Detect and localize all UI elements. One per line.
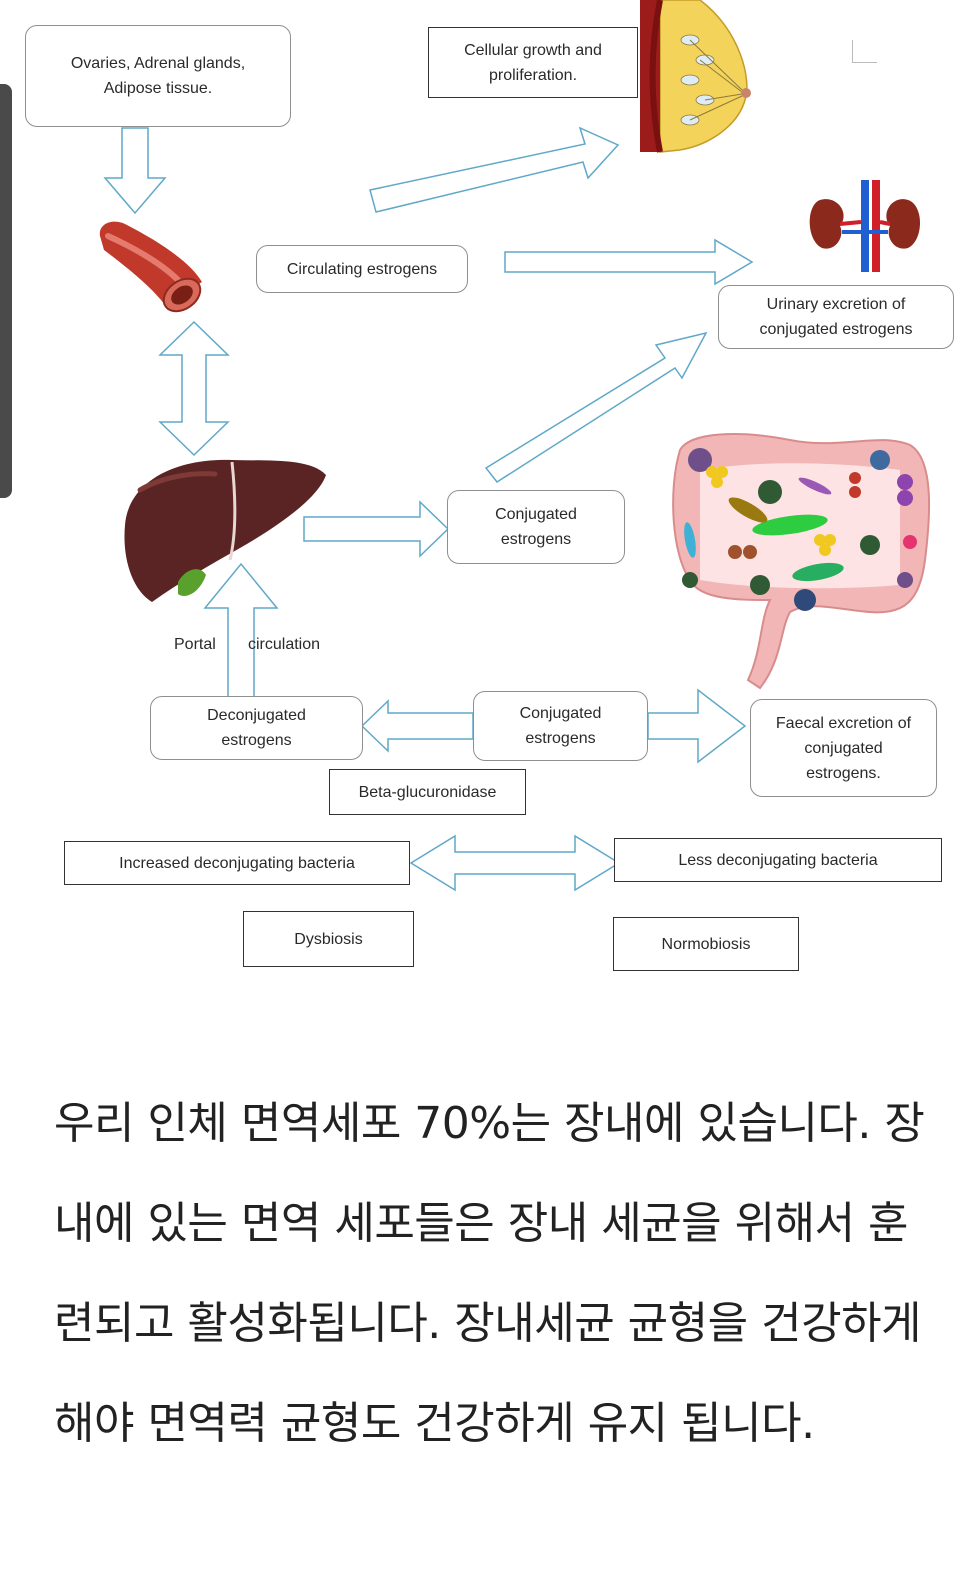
sources-box: Ovaries, Adrenal glands, Adipose tissue.: [25, 25, 291, 127]
liver-image: [124, 459, 326, 602]
kidneys-image: [809, 180, 920, 272]
caption-text: 우리 인체 면역세포 70%는 장내에 있습니다. 장내에 있는 면역 세포들은…: [54, 1098, 925, 1449]
normobiosis-box: Normobiosis: [613, 917, 799, 971]
arrow-to-breast: [369, 126, 620, 213]
intestine-bacteria-image: [672, 433, 931, 690]
circulating-estrogens-box: Circulating estrogens: [256, 245, 468, 293]
arrow-sources-down: [103, 127, 167, 215]
arrow-to-faecal: [647, 688, 747, 764]
cellular-growth-box: Cellular growth and proliferation.: [428, 27, 638, 98]
circulation-label: circulation: [248, 636, 321, 653]
arrow-to-kidney: [504, 238, 754, 286]
blood-vessel-image: [99, 221, 202, 313]
corner-mark: [852, 40, 877, 63]
estrogen-flow-diagram: [99, 0, 931, 892]
arrow-dysbiosis-normobiosis: [409, 834, 621, 892]
arrow-liver-conjugated: [303, 500, 450, 558]
arrow-vessel-liver: [158, 320, 230, 457]
dysbiosis-box: Dysbiosis: [243, 911, 414, 967]
increased-bacteria-box: Increased deconjugating bacteria: [64, 841, 410, 885]
arrow-to-deconjugated: [360, 699, 474, 753]
urinary-excretion-box: Urinary excretion of conjugated estrogen…: [718, 285, 954, 349]
less-bacteria-box: Less deconjugating bacteria: [614, 838, 942, 882]
scrollbar-handle[interactable]: [0, 84, 12, 498]
conjugated-gut-box: Conjugated estrogens: [473, 691, 648, 761]
arrow-to-urinary: [484, 331, 708, 483]
arrow-portal-up: [203, 562, 279, 698]
beta-glucuronidase-box: Beta-glucuronidase: [329, 769, 526, 815]
faecal-excretion-box: Faecal excretion of conjugated estrogens…: [750, 699, 937, 797]
breast-image: [640, 0, 751, 153]
portal-label: Portal: [174, 636, 216, 653]
deconjugated-box: Deconjugated estrogens: [150, 696, 363, 760]
conjugated-liver-box: Conjugated estrogens: [447, 490, 625, 564]
